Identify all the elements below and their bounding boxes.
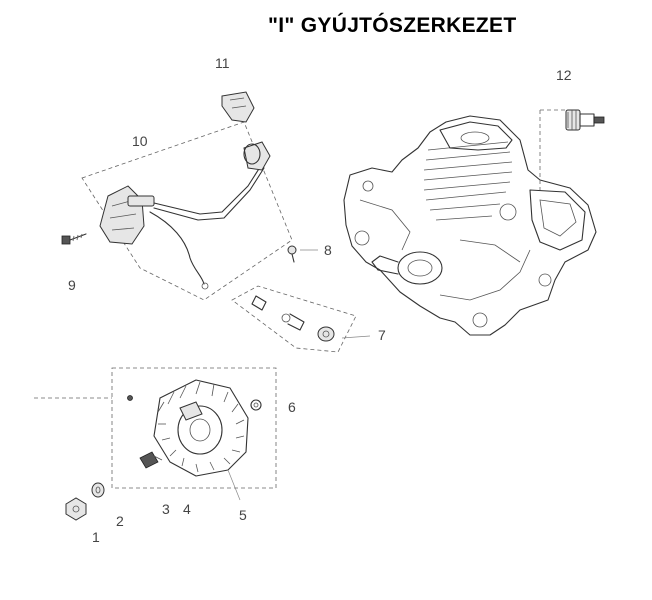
box-10	[81, 121, 293, 301]
terminal-7	[251, 295, 335, 342]
cylinder-fins	[423, 141, 513, 221]
leader-12	[539, 109, 566, 190]
label-part-12: 12	[556, 67, 572, 83]
label-part-1: 1	[92, 529, 100, 545]
circlip-6	[250, 399, 262, 411]
spark-boot-cap	[221, 91, 255, 123]
ignition-coil	[99, 141, 271, 290]
nut-1	[65, 497, 87, 521]
box-7	[231, 285, 357, 353]
crankshaft-boss	[371, 251, 443, 285]
label-part-9: 9	[68, 277, 76, 293]
dot-marker	[127, 395, 133, 401]
washer-2	[91, 482, 105, 498]
label-part-11: 11	[215, 55, 230, 71]
label-part-6: 6	[288, 399, 296, 415]
leader-5	[227, 469, 241, 501]
spark-plug	[565, 109, 605, 131]
label-part-10: 10	[132, 133, 148, 149]
label-part-2: 2	[116, 513, 124, 529]
bolt-9	[61, 233, 87, 245]
diagram-title: "I" GYÚJTÓSZERKEZET	[268, 14, 517, 37]
screw-8	[287, 245, 297, 263]
label-part-3: 3	[162, 501, 170, 517]
leader-7	[341, 335, 371, 339]
label-part-4: 4	[183, 501, 191, 517]
label-part-8: 8	[324, 242, 332, 258]
engine-crankcase	[343, 115, 597, 336]
magnet-key	[139, 451, 163, 469]
label-part-5: 5	[239, 507, 247, 523]
box-flywheel	[111, 367, 277, 489]
flywheel	[153, 379, 249, 477]
label-part-7: 7	[378, 327, 386, 343]
